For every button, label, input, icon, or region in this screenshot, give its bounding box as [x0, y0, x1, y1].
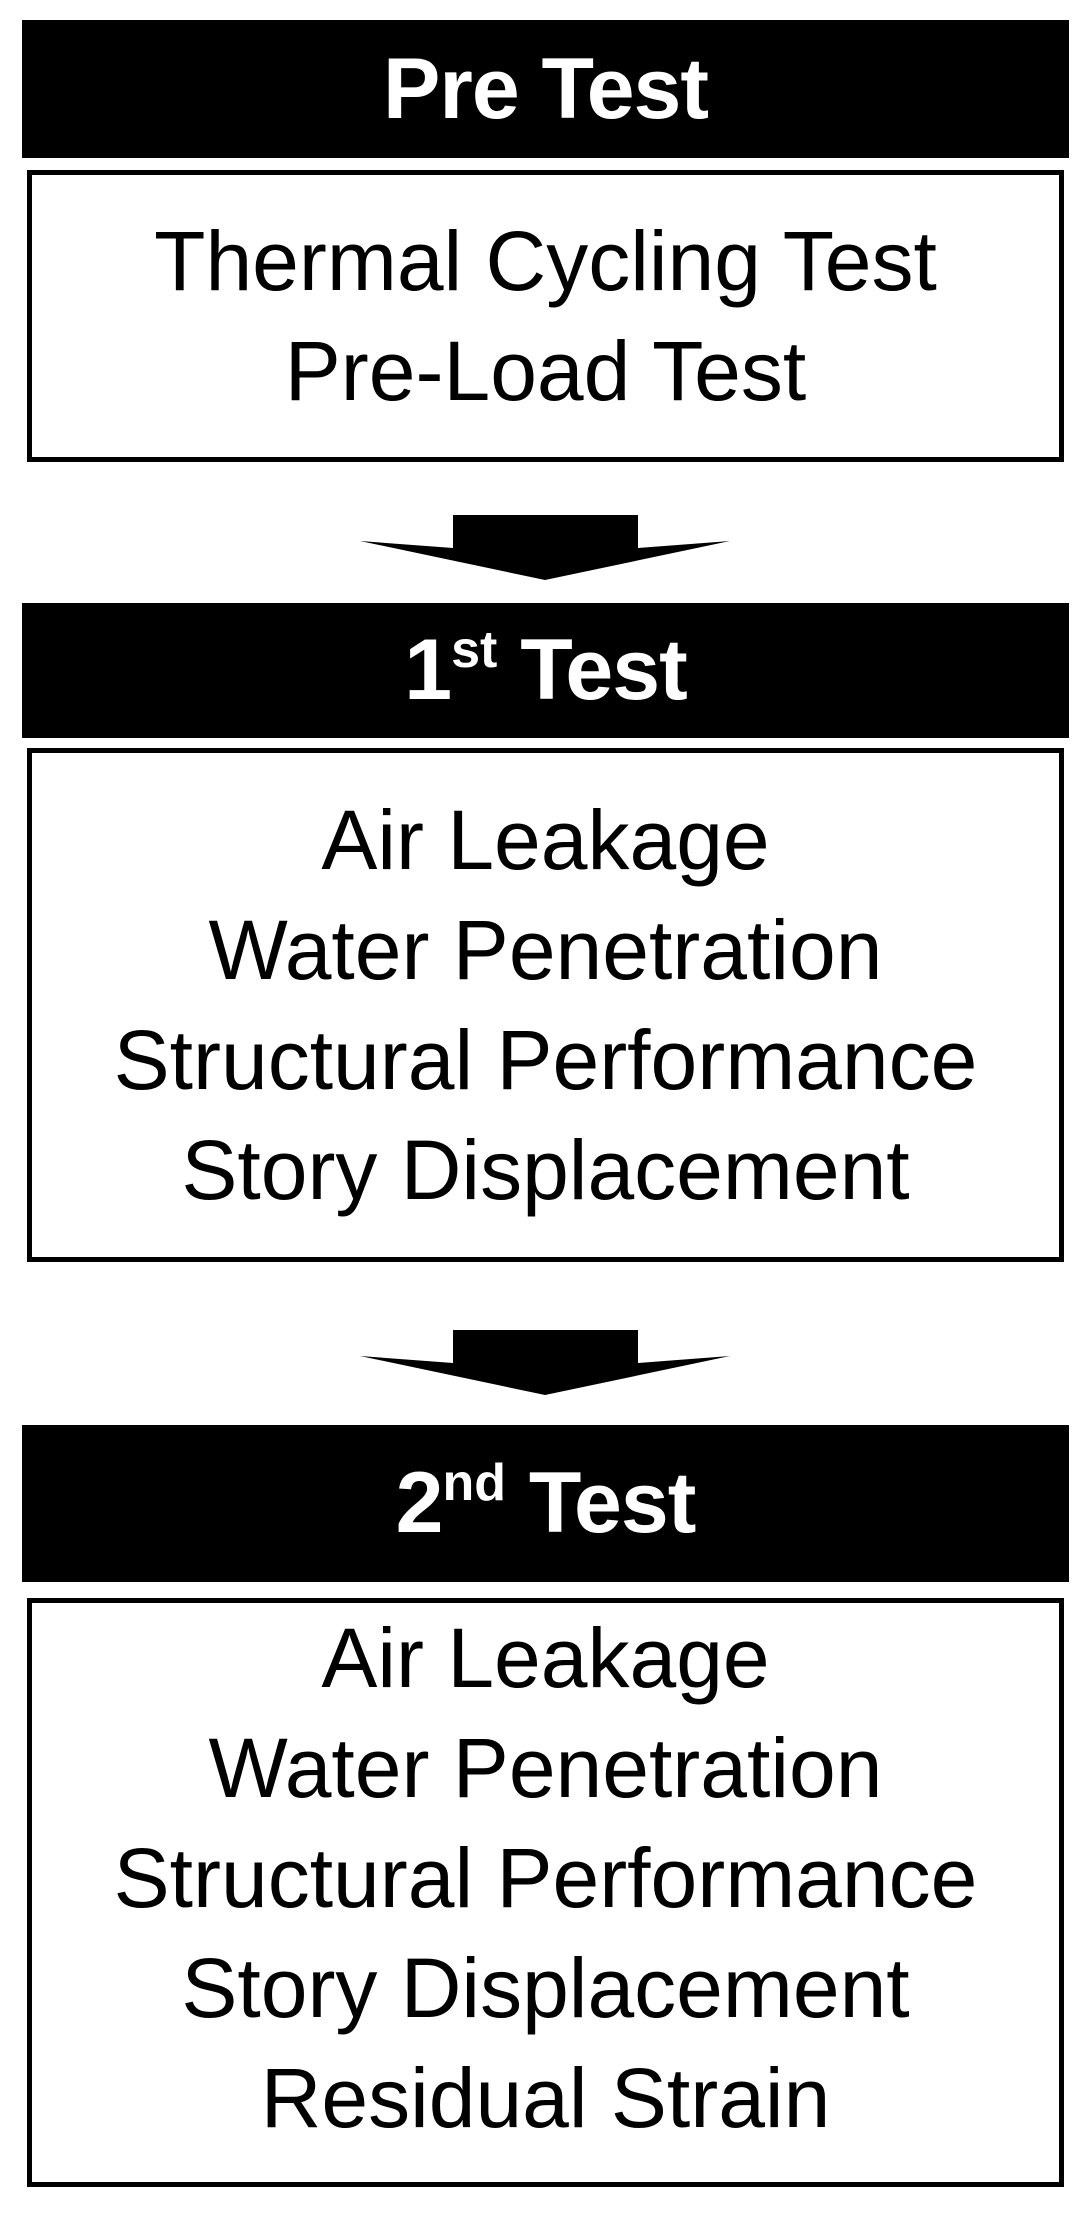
- test-item: Story Displacement: [181, 1123, 910, 1217]
- header-text-rest: Test: [497, 622, 687, 718]
- test-item: Water Penetration: [208, 903, 883, 997]
- test-procedure-flowchart: Pre Test Thermal Cycling Test Pre-Load T…: [0, 20, 1084, 2236]
- test-item: Thermal Cycling Test: [154, 214, 937, 308]
- stage-header-label: 2nd Test: [395, 1454, 697, 1553]
- down-arrow-icon: [360, 1330, 730, 1395]
- test-item: Pre-Load Test: [284, 324, 807, 418]
- stage-items-box-2nd-test: Air Leakage Water Penetration Structural…: [27, 1598, 1064, 2187]
- header-text-rest: Test: [518, 40, 709, 137]
- stage-header-2nd-test: 2nd Test: [22, 1425, 1069, 1582]
- down-arrow-icon: [360, 515, 730, 580]
- test-item: Structural Performance: [113, 1830, 978, 1925]
- stage-header-label: Pre Test: [382, 40, 709, 139]
- header-text: 1: [404, 622, 452, 718]
- test-item: Residual Strain: [260, 2050, 831, 2145]
- test-item: Water Penetration: [208, 1720, 883, 1815]
- header-superscript: st: [451, 621, 498, 679]
- test-item: Air Leakage: [321, 793, 770, 887]
- test-item: Story Displacement: [181, 1940, 910, 2035]
- test-item: Structural Performance: [113, 1013, 978, 1107]
- header-text-rest: Test: [506, 1455, 696, 1551]
- header-superscript: nd: [442, 1454, 507, 1512]
- stage-items-box-1st-test: Air Leakage Water Penetration Structural…: [27, 748, 1064, 1262]
- stage-items-box-pre-test: Thermal Cycling Test Pre-Load Test: [27, 170, 1064, 462]
- stage-header-1st-test: 1st Test: [22, 603, 1069, 738]
- stage-header-label: 1st Test: [404, 621, 687, 720]
- header-text: Pre: [382, 40, 520, 137]
- stage-header-pre-test: Pre Test: [22, 20, 1069, 158]
- test-item: Air Leakage: [321, 1610, 770, 1705]
- header-text: 2: [395, 1455, 444, 1551]
